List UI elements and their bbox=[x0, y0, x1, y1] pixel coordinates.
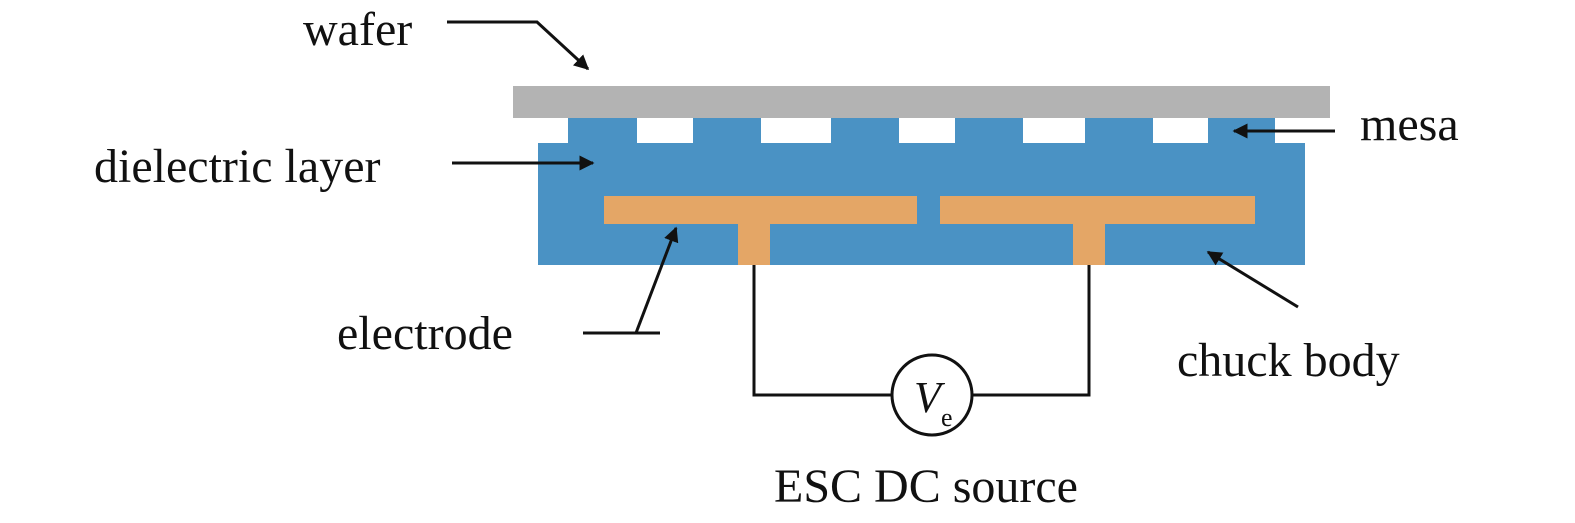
electrode-left-plate bbox=[604, 196, 917, 224]
electrode-right-plate bbox=[940, 196, 1255, 224]
voltage-subscript: e bbox=[941, 403, 953, 432]
mesa-post bbox=[568, 118, 637, 144]
mesa-post bbox=[693, 118, 761, 144]
electrode-leader-diag bbox=[634, 226, 679, 334]
dc-circuit: V e bbox=[752, 265, 1091, 437]
label-esc-dc-source: ESC DC source bbox=[774, 460, 1078, 513]
label-electrode: electrode bbox=[337, 307, 513, 360]
label-wafer: wafer bbox=[303, 3, 412, 56]
chuck-body-leader bbox=[1206, 250, 1299, 309]
wafer bbox=[513, 86, 1330, 118]
mesa-post bbox=[955, 118, 1023, 144]
voltage-symbol: V bbox=[914, 373, 946, 422]
wire-left bbox=[752, 265, 893, 397]
mesa-post bbox=[831, 118, 899, 144]
label-chuck-body: chuck body bbox=[1177, 334, 1400, 387]
label-dielectric-layer: dielectric layer bbox=[94, 140, 380, 193]
label-mesa: mesa bbox=[1360, 98, 1459, 151]
electrode-left-stem bbox=[738, 222, 770, 265]
voltage-source bbox=[890, 353, 974, 437]
mesa-posts bbox=[568, 118, 1275, 144]
electrode-right-stem bbox=[1073, 222, 1105, 265]
electrodes bbox=[604, 196, 1255, 265]
mesa-post bbox=[1085, 118, 1153, 144]
wafer-leader bbox=[447, 20, 590, 71]
wire-right bbox=[972, 265, 1091, 397]
leader-lines bbox=[447, 20, 1335, 335]
